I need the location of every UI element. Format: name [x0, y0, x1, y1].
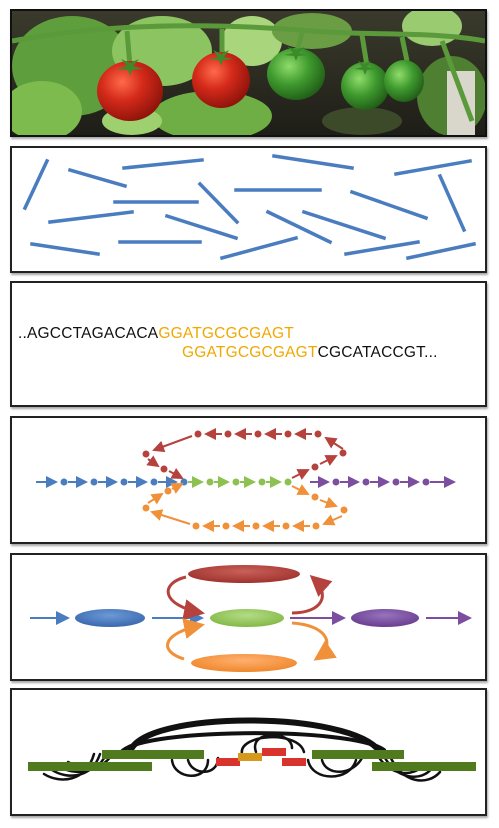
orange-loop: [142, 483, 348, 532]
read-sequence-2: GGATGCGCGAGTCGCATACCGT...: [182, 344, 438, 362]
read: [22, 158, 50, 211]
overlap-sequence: GGATGCGCGAGT: [182, 344, 318, 361]
arrow-green-to-red: [291, 574, 333, 615]
arrow-orange-to-green: [166, 618, 205, 661]
repeat-segment: [262, 748, 286, 756]
red-loop: [142, 428, 347, 480]
read: [122, 158, 204, 170]
overlap-sequence: GGATGCGCGAGT: [158, 325, 294, 342]
read: [393, 158, 473, 177]
read: [164, 213, 239, 241]
repeat-segment: [216, 758, 240, 766]
reads-diagram: [22, 154, 477, 261]
read: [343, 239, 421, 257]
repeat-segment: [282, 758, 306, 766]
contig-bar: [372, 762, 476, 771]
sequence-overlap-panel: ..AGCCTAGACACAGGATGCGCGAGT GGATGCGCGAGTC…: [10, 281, 487, 407]
read: [349, 189, 429, 221]
read: [437, 173, 467, 233]
tomatoes: [97, 47, 424, 121]
arrow-red-to-green: [166, 575, 205, 620]
stems: [12, 23, 485, 122]
scaffold-panel: [10, 688, 487, 816]
read: [67, 167, 128, 189]
contig-graph: [30, 565, 472, 672]
blue-path: [36, 476, 188, 488]
sequence-suffix: CGCATACCGT...: [317, 344, 438, 361]
contig-graph-panel: [10, 553, 487, 681]
contig-bar: [312, 750, 404, 759]
tomato-photo-panel: [10, 9, 487, 137]
reads: [22, 154, 477, 261]
read-sequence-1: ..AGCCTAGACACAGGATGCGCGAGT: [18, 325, 294, 343]
sequence-prefix: ..AGCCTAGACACA: [18, 325, 159, 342]
read: [265, 209, 333, 245]
contig-green: [210, 609, 284, 627]
read: [272, 154, 354, 170]
kmer-graph: [36, 428, 456, 532]
sequencing-reads-panel: [10, 146, 487, 273]
contig-red: [188, 565, 300, 583]
green-path: [188, 476, 292, 488]
contig-purple: [351, 609, 419, 627]
contig-bar: [28, 762, 152, 771]
tomato-photo: [12, 11, 485, 135]
read: [301, 209, 387, 241]
read: [197, 181, 240, 225]
purple-path: [310, 476, 456, 488]
read: [48, 210, 134, 224]
repeat-segment: [238, 753, 262, 761]
read: [219, 235, 299, 261]
contigs: [28, 748, 476, 771]
contig-bar: [102, 750, 204, 759]
arrow-green-to-orange: [291, 621, 337, 661]
read: [405, 241, 477, 261]
kmer-graph-panel: [10, 416, 487, 544]
contig-orange: [191, 654, 297, 672]
contig-blue: [75, 609, 145, 627]
scaffold-diagram: [28, 717, 476, 782]
read: [30, 242, 100, 256]
